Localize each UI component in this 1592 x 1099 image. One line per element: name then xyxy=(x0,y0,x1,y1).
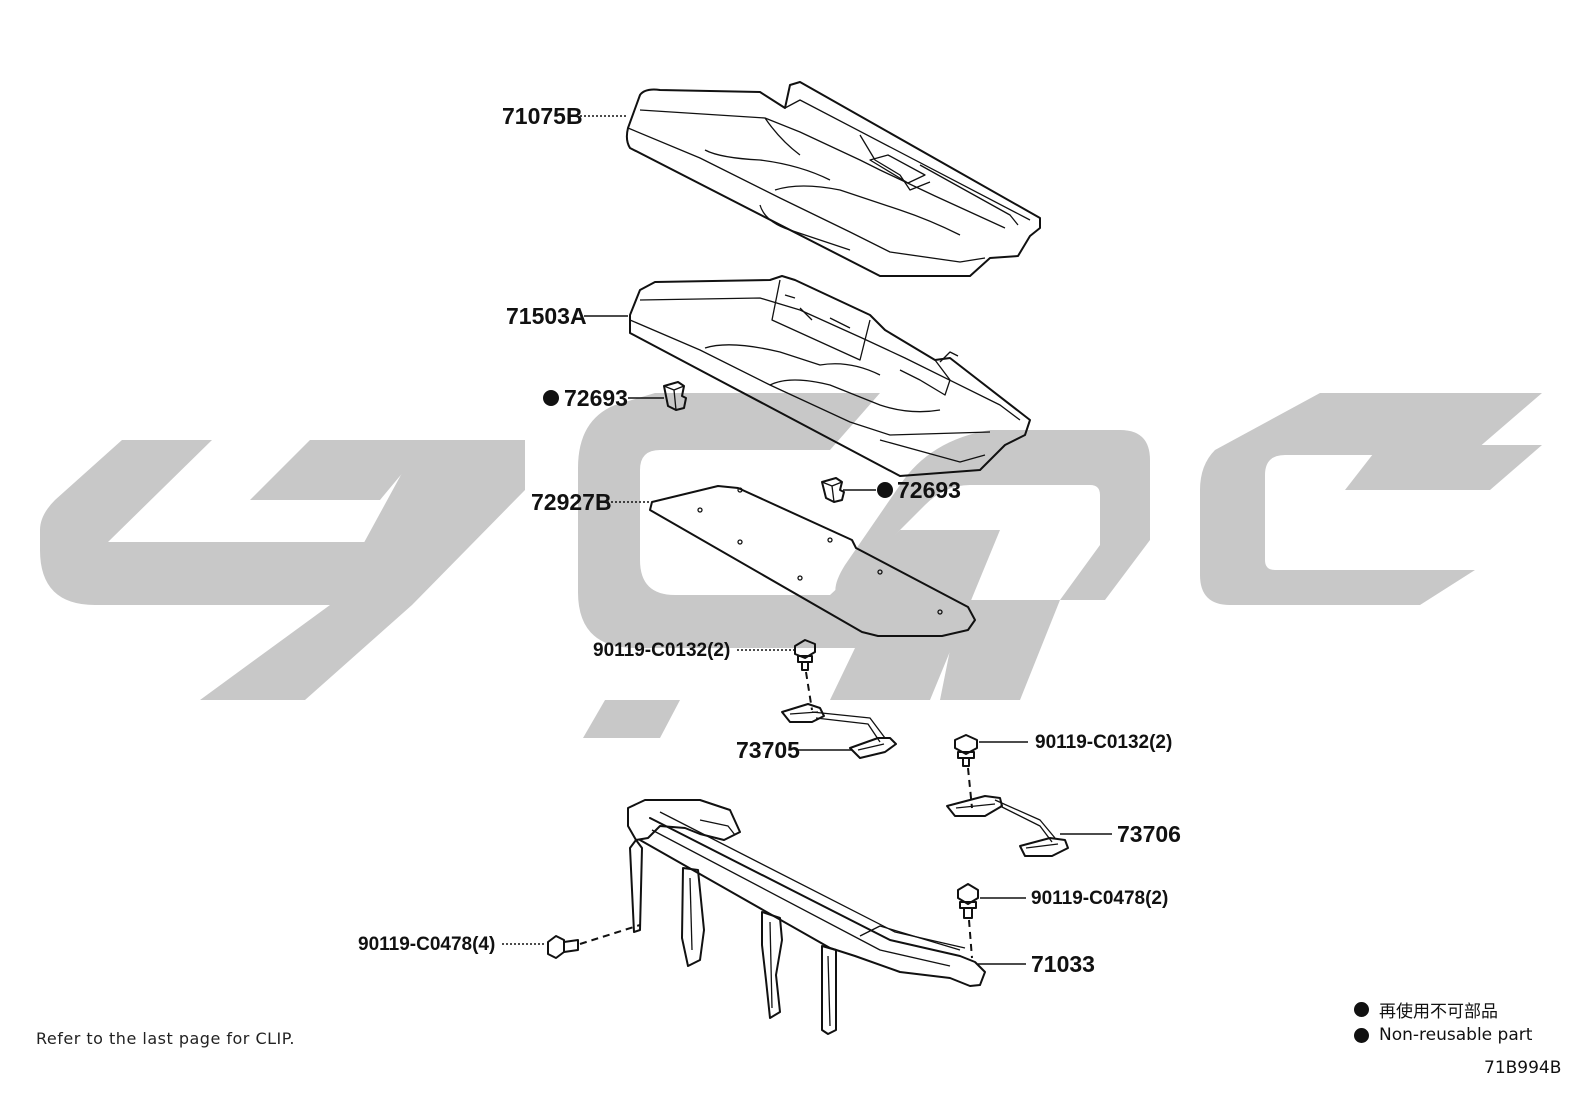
bolt-left-large-drawing xyxy=(547,924,641,959)
label-wire-left: 73705 xyxy=(736,737,800,763)
label-bolt-right-small: 90119-C0132(2) xyxy=(1035,732,1172,753)
protector-sheet-drawing xyxy=(649,485,976,637)
label-cover: 71075B xyxy=(502,103,583,129)
clip-lower-drawing xyxy=(821,477,845,503)
legend-dot-icon xyxy=(1354,1027,1369,1043)
watermark-logo xyxy=(40,393,1542,738)
label-clip-upper: 72693 xyxy=(564,385,628,411)
label-clip-lower: 72693 xyxy=(897,477,961,503)
label-wire-right: 73706 xyxy=(1117,821,1181,847)
seat-cushion-pad-drawing xyxy=(629,275,1031,477)
label-frame: 71033 xyxy=(1031,951,1095,977)
label-pad: 71503A xyxy=(506,303,587,329)
bolt-right-small-drawing xyxy=(954,734,978,809)
seat-cushion-cover-drawing xyxy=(625,81,1041,277)
nonreusable-marker-clip-upper xyxy=(543,390,559,406)
clip-reference-note: Refer to the last page for CLIP. xyxy=(36,1029,295,1048)
bolt-right-large-drawing xyxy=(957,883,979,959)
bolt-left-small-drawing xyxy=(794,639,816,711)
legend-dot-icon xyxy=(1354,1001,1369,1017)
nonreusable-marker-clip-lower xyxy=(877,482,893,498)
wire-73706-drawing xyxy=(946,795,1069,857)
label-bolt-right-large: 90119-C0478(2) xyxy=(1031,888,1168,909)
clip-upper-drawing xyxy=(663,381,687,411)
seat-frame-drawing xyxy=(627,799,986,1035)
label-bolt-left-small: 90119-C0132(2) xyxy=(593,640,730,661)
legend-text-en: Non-reusable part xyxy=(1379,1025,1533,1045)
legend: 再使用不可部品 Non-reusable part xyxy=(1354,996,1532,1048)
legend-row-en: Non-reusable part xyxy=(1354,1022,1532,1048)
diagram-code: 71B994B xyxy=(1484,1058,1562,1078)
legend-row-jp: 再使用不可部品 xyxy=(1354,996,1532,1022)
label-bolt-left-large: 90119-C0478(4) xyxy=(358,934,495,955)
leader-lines xyxy=(502,115,1112,965)
label-sheet: 72927B xyxy=(531,489,612,515)
legend-text-jp: 再使用不可部品 xyxy=(1379,1001,1498,1022)
wire-73705-drawing xyxy=(781,703,897,759)
